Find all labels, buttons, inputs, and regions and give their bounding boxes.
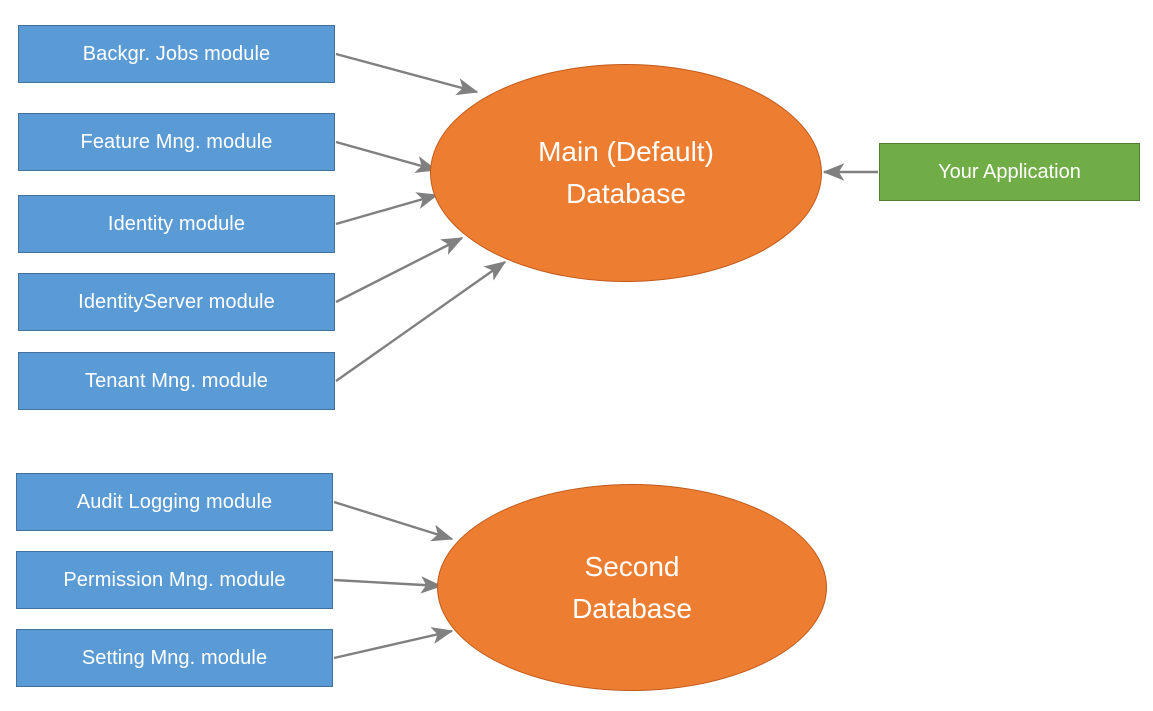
module-box-permission-mng[interactable]: Permission Mng. module: [16, 551, 333, 609]
module-label: IdentityServer module: [78, 290, 275, 313]
database-label-line1: Second: [584, 550, 680, 582]
connector-tenant-mng-to-main-db: [335, 261, 507, 382]
module-label: Tenant Mng. module: [84, 369, 269, 392]
module-label: Identity module: [107, 212, 246, 235]
module-box-feature-mng[interactable]: Feature Mng. module: [18, 113, 335, 171]
database-label-line1: Main (Default): [538, 136, 714, 167]
connector-permission-mng-to-second-db: [333, 576, 443, 594]
module-box-identity[interactable]: Identity module: [18, 195, 335, 253]
module-box-audit-logging[interactable]: Audit Logging module: [16, 473, 333, 531]
database-second[interactable]: Second Database: [437, 484, 827, 691]
connector-identityserver-to-main-db: [335, 236, 464, 304]
module-label: Feature Mng. module: [80, 130, 273, 153]
application-box[interactable]: Your Application: [879, 143, 1140, 201]
application-label: Your Application: [938, 160, 1081, 183]
module-box-tenant-mng[interactable]: Tenant Mng. module: [18, 352, 335, 410]
database-main-default[interactable]: Main (Default) Database: [430, 64, 822, 282]
database-label-line2: Database: [572, 592, 692, 624]
module-label: Backgr. Jobs module: [82, 42, 271, 65]
connector-feature-mng-to-main-db: [335, 140, 438, 173]
module-box-background-jobs[interactable]: Backgr. Jobs module: [18, 25, 335, 83]
module-label: Permission Mng. module: [63, 568, 286, 591]
module-box-setting-mng[interactable]: Setting Mng. module: [16, 629, 333, 687]
database-label: Main (Default) Database: [431, 131, 821, 215]
connector-audit-logging-to-second-db: [333, 500, 454, 542]
database-label-line2: Database: [566, 178, 686, 209]
connector-identity-to-main-db: [335, 192, 439, 226]
module-label: Setting Mng. module: [81, 646, 268, 669]
module-box-identityserver[interactable]: IdentityServer module: [18, 273, 335, 331]
module-label: Audit Logging module: [76, 490, 273, 513]
connector-setting-mng-to-second-db: [333, 627, 454, 660]
database-label: Second Database: [438, 546, 826, 630]
connector-background-jobs-to-main-db: [335, 52, 479, 96]
